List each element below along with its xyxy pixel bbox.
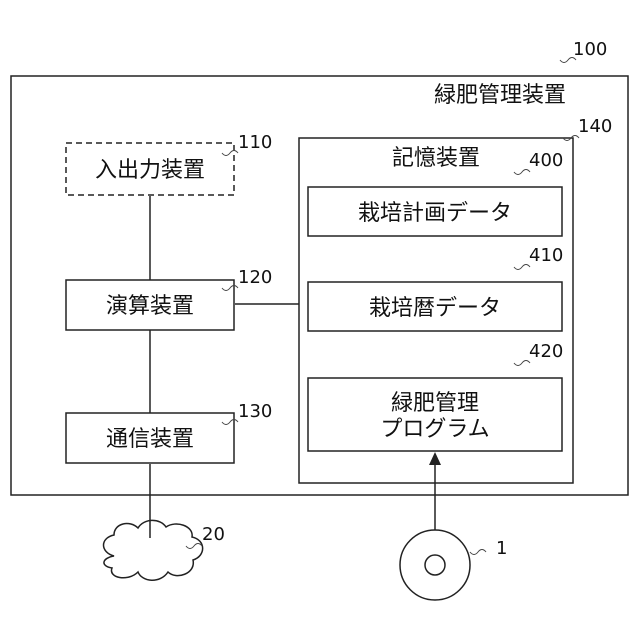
comm-label: 通信装置 [106,427,194,452]
program-label-line1: 緑肥管理 [391,391,479,416]
disk-icon [400,530,470,600]
program-ref: 420 [529,341,563,362]
program-label-line2: プログラム [380,417,489,442]
network-ref: 20 [202,524,225,545]
io-ref: 110 [238,132,272,153]
device-ref: 100 [573,39,607,60]
plan-data-label: 栽培計画データ [358,201,512,226]
device-label: 緑肥管理装置 [434,83,566,108]
disk-ref-leader [470,550,486,555]
disk-hole-icon [425,555,445,575]
cpu-ref: 120 [238,267,272,288]
plan-data-ref: 400 [529,150,563,171]
device-ref-leader [560,58,576,63]
cloud-icon [104,520,203,580]
history-data-ref: 410 [529,245,563,266]
cpu-label: 演算装置 [106,294,194,319]
io-label: 入出力装置 [95,158,205,183]
disk-ref: 1 [496,538,507,559]
history-data-label: 栽培暦データ [369,296,501,321]
storage-label: 記憶装置 [392,146,480,171]
storage-ref: 140 [578,116,612,137]
comm-ref: 130 [238,401,272,422]
network-ref-leader [186,544,202,549]
